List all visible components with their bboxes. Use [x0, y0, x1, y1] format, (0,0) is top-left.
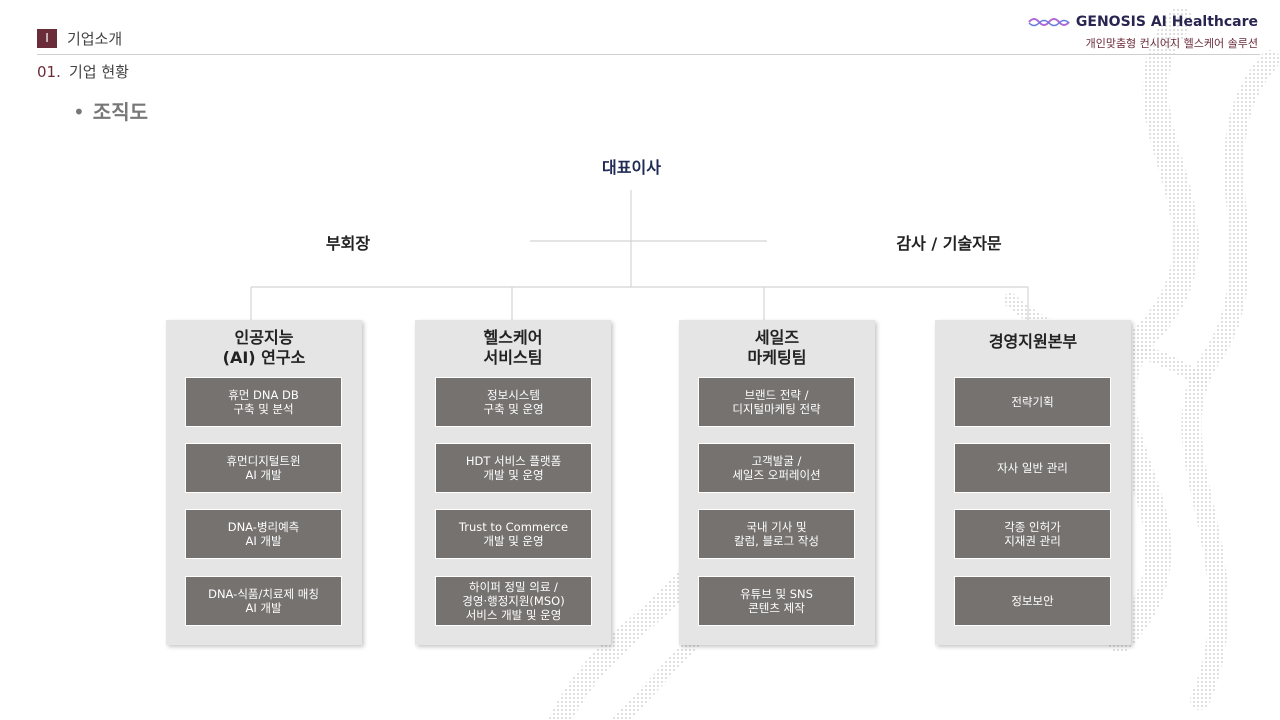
department-management-support: 경영지원본부 전략기획 자사 일반 관리 각종 인허가 지재권 관리 정보보안 — [935, 320, 1131, 645]
department-ai-lab: 인공지능 (AI) 연구소 휴먼 DNA DB 구축 및 분석 휴먼디지털트윈 … — [166, 320, 362, 645]
task-box: 휴먼디지털트윈 AI 개발 — [185, 443, 342, 493]
department-title: 세일즈 마케팅팀 — [747, 328, 807, 367]
task-box: 정보시스템 구축 및 운영 — [435, 377, 592, 427]
task-box: 정보보안 — [954, 576, 1111, 626]
task-box: HDT 서비스 플랫폼 개발 및 운영 — [435, 443, 592, 493]
task-box: 고객발굴 / 세일즈 오퍼레이션 — [698, 443, 855, 493]
department-title: 헬스케어 서비스팀 — [483, 328, 543, 367]
task-box: DNA-식품/치료제 매칭 AI 개발 — [185, 576, 342, 626]
task-box: 휴먼 DNA DB 구축 및 분석 — [185, 377, 342, 427]
ceo-box: 대표이사 — [449, 141, 814, 190]
task-box: 유튜브 및 SNS 콘텐츠 제작 — [698, 576, 855, 626]
task-box: 각종 인허가 지재권 관리 — [954, 509, 1111, 559]
task-box: DNA-병리예측 AI 개발 — [185, 509, 342, 559]
auditor-label: 감사 / 기술자문 — [896, 233, 1002, 253]
subsection-title: 기업 현황 — [69, 63, 129, 81]
task-box: 브랜드 전략 / 디지털마케팅 전략 — [698, 377, 855, 427]
logo-tagline: 개인맞춤형 컨시어지 헬스케어 솔루션 — [1085, 37, 1258, 50]
section-number-badge: I — [37, 29, 57, 48]
task-box: 전략기획 — [954, 377, 1111, 427]
wave-icon — [1028, 18, 1070, 27]
task-box: 국내 기사 및 칼럼, 블로그 작성 — [698, 509, 855, 559]
logo-name: GENOSIS AI Healthcare — [1075, 14, 1258, 30]
subsection-number: 01. — [37, 63, 61, 81]
header-divider — [37, 54, 1260, 55]
auditor-box: 감사 / 기술자문 — [767, 217, 1131, 266]
task-box: 하이퍼 정밀 의료 / 경영·행정지원(MSO) 서비스 개발 및 운영 — [435, 576, 592, 626]
company-logo: GENOSIS AI Healthcare — [1028, 14, 1258, 30]
section-title: 기업소개 — [67, 30, 123, 48]
department-title: 인공지능 (AI) 연구소 — [222, 328, 306, 367]
task-box: 자사 일반 관리 — [954, 443, 1111, 493]
department-title: 경영지원본부 — [988, 332, 1078, 351]
vice-chairman-label: 부회장 — [325, 233, 371, 253]
department-healthcare-service: 헬스케어 서비스팀 정보시스템 구축 및 운영 HDT 서비스 플랫폼 개발 및… — [415, 320, 611, 645]
vice-chairman-box: 부회장 — [166, 217, 530, 266]
page-title-text: 조직도 — [92, 100, 148, 124]
page-title: •조직도 — [73, 100, 148, 124]
task-box: Trust to Commerce 개발 및 운영 — [435, 509, 592, 559]
department-sales-marketing: 세일즈 마케팅팀 브랜드 전략 / 디지털마케팅 전략 고객발굴 / 세일즈 오… — [679, 320, 875, 645]
ceo-label: 대표이사 — [602, 157, 661, 177]
